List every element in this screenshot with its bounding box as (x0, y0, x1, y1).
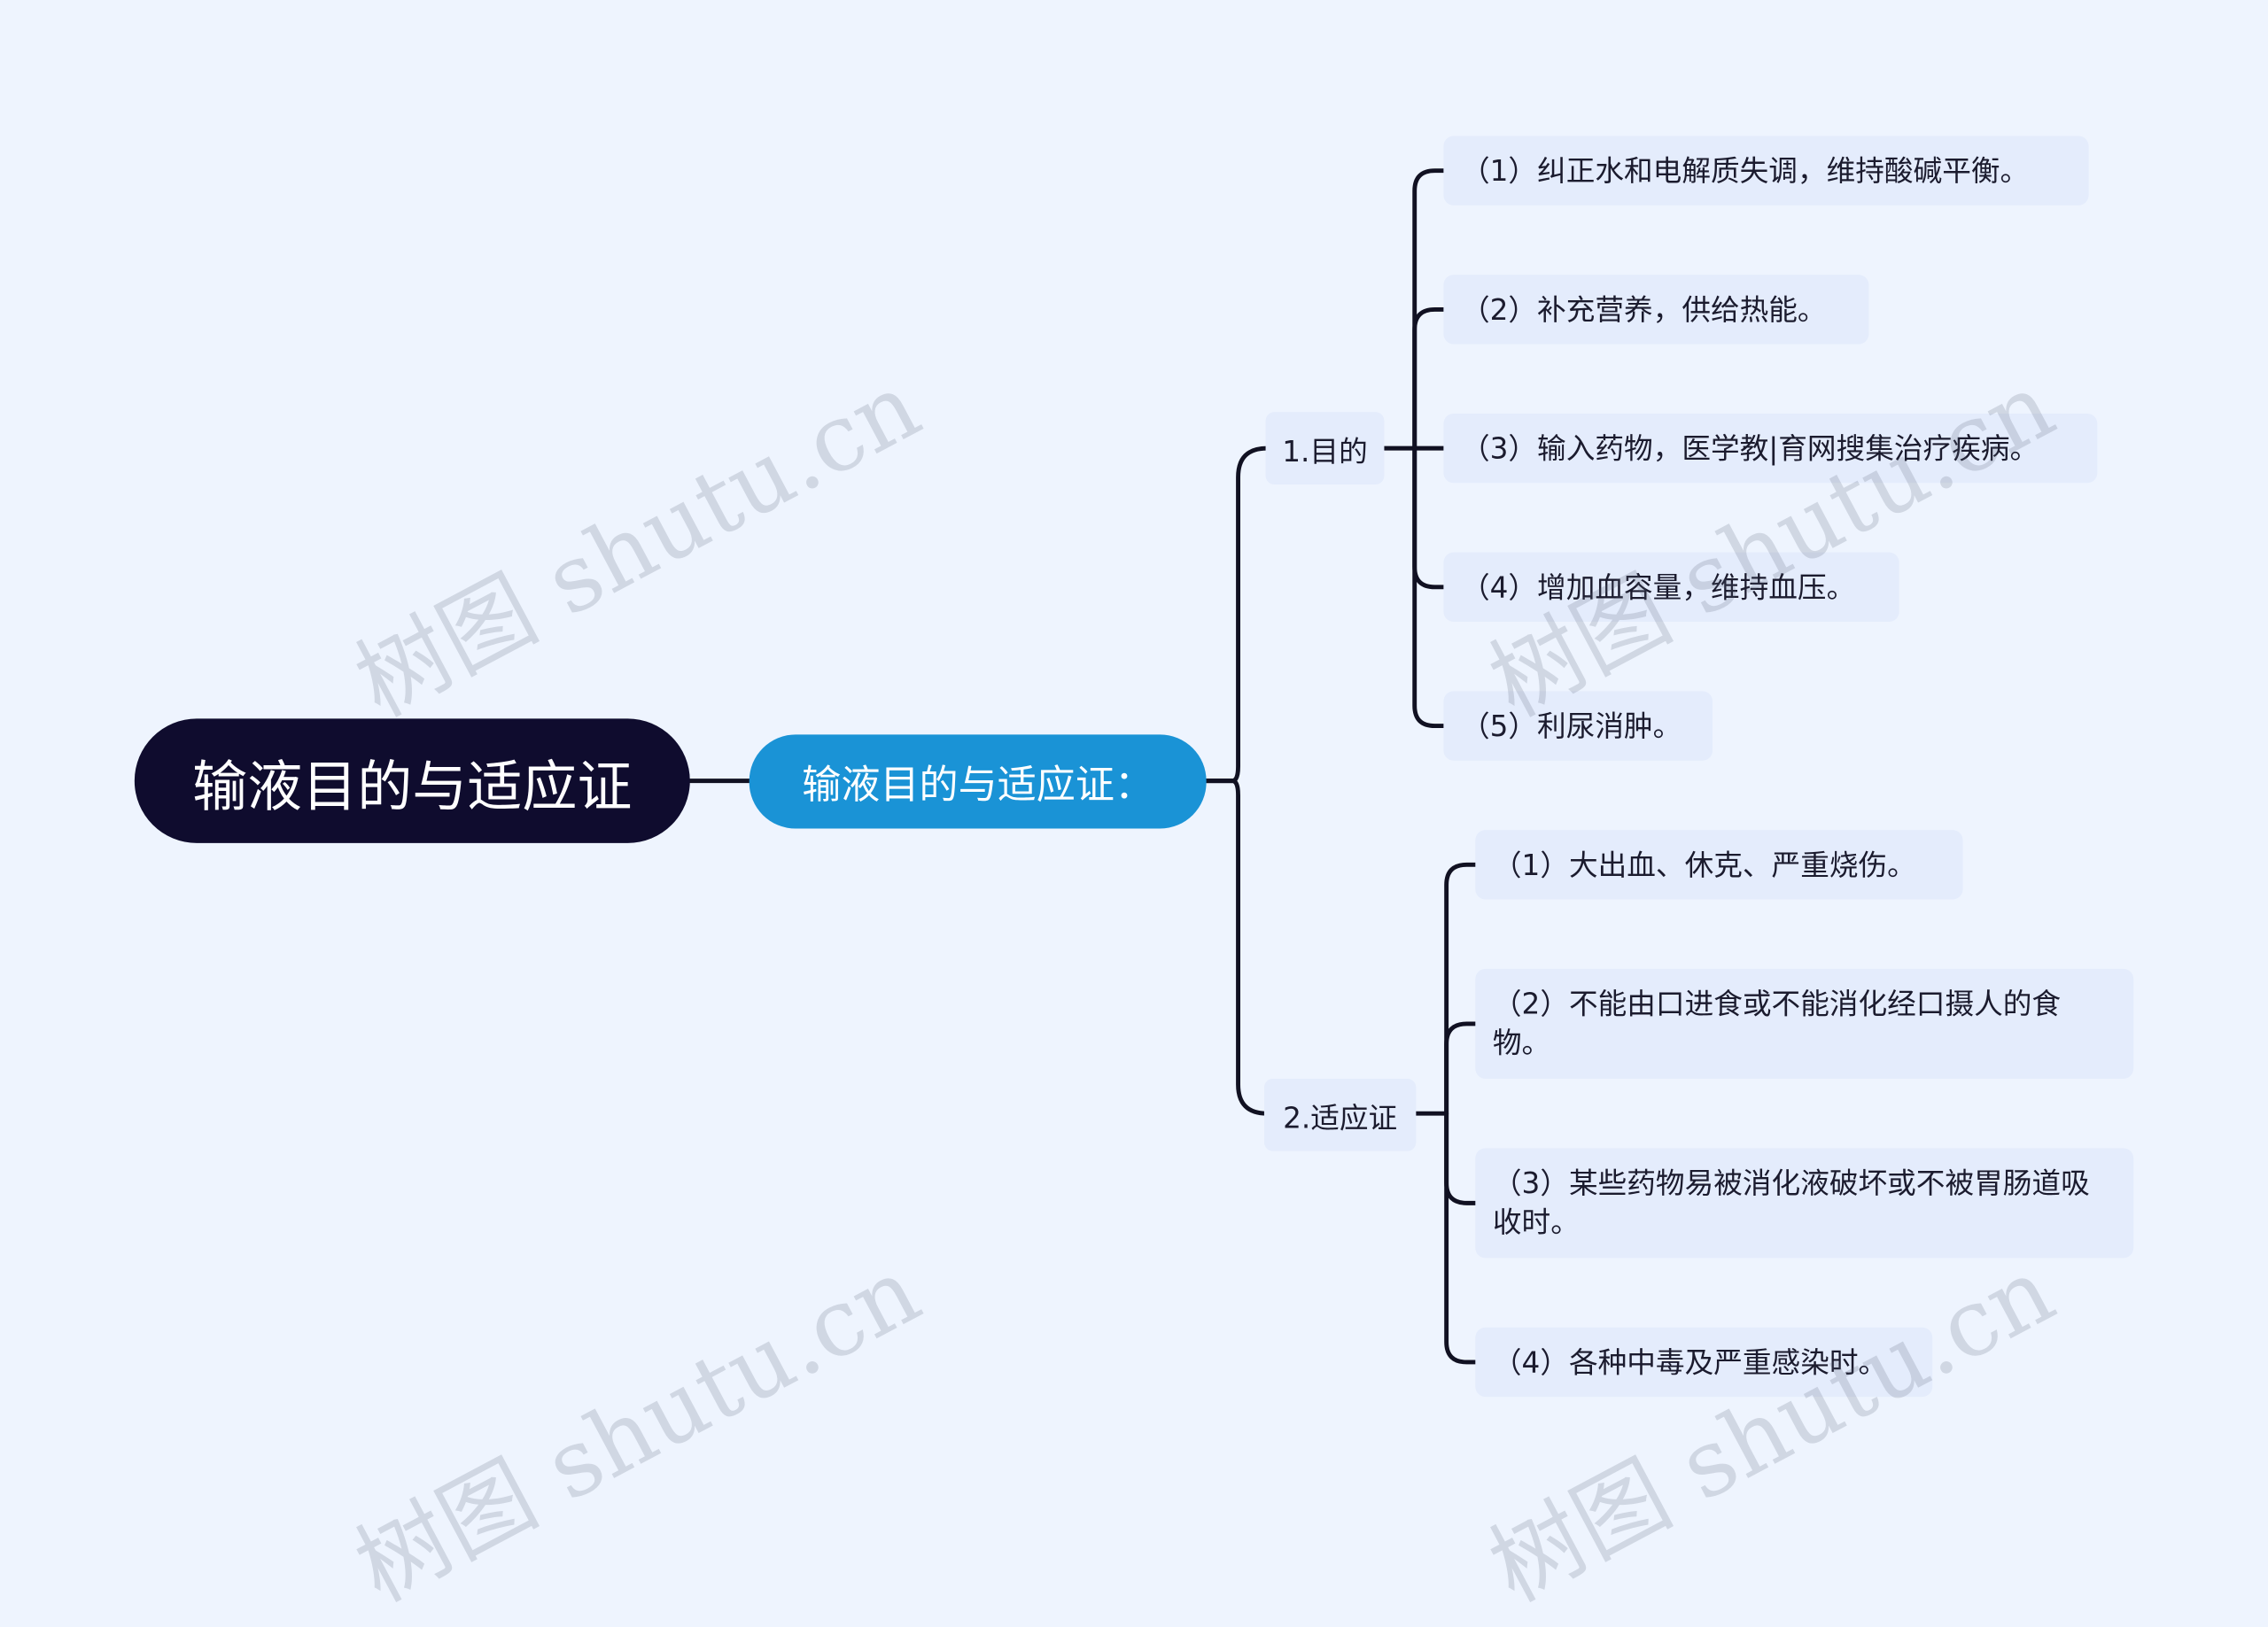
purpose-item-4[interactable]: （4）增加血容量，维持血压。 (1443, 552, 1899, 623)
indication-item-1-label: （1）大出血、休克、严重烧伤。 (1492, 846, 1916, 882)
purpose-item-2[interactable]: （2）补充营养，供给热能。 (1443, 275, 1869, 345)
purpose-item-2-label: （2）补充营养，供给热能。 (1460, 291, 1827, 327)
subtitle-label: 输液目的与适应证： (802, 763, 1154, 809)
connector-purpose-item-2 (1412, 306, 1446, 451)
purpose-item-1[interactable]: （1）纠正水和电解质失调，维持酸碱平衡。 (1443, 136, 2089, 205)
indication-item-2[interactable]: （2）不能由口进食或不能消化经口摄人的食物。 (1475, 968, 2134, 1079)
connector-lines (687, 168, 1478, 1365)
connector-purpose-item-5 (1412, 445, 1446, 729)
indication-item-2-label: （2）不能由口进食或不能消化经口摄人的食物。 (1492, 986, 2062, 1060)
purpose-item-3[interactable]: （3）输入药物，医学教|育网搜集治疗疾病。 (1443, 413, 2098, 484)
indication-item-3[interactable]: （3）某些药物易被消化液破坏或不被胃肠道吸收时。 (1475, 1148, 2134, 1259)
branch-indications-label: 2.适应证 (1283, 1099, 1398, 1135)
connector-indications-item-1 (1444, 862, 1478, 1116)
indication-item-4-label: （4）各种中毒及严重感染时。 (1492, 1344, 1888, 1379)
purpose-item-5-label: （5）利尿消肿。 (1460, 708, 1682, 743)
root-node[interactable]: 输液目的与适应证 (134, 718, 690, 843)
connector-purpose-item-4 (1412, 445, 1446, 590)
connector-indications-item-4 (1444, 1111, 1478, 1365)
root-label: 输液目的与适应证 (192, 754, 633, 818)
purpose-item-5[interactable]: （5）利尿消肿。 (1443, 691, 1713, 761)
subtitle-node[interactable]: 输液目的与适应证： (749, 734, 1207, 829)
indication-item-3-label: （3）某些药物易被消化液破坏或不被胃肠道吸收时。 (1492, 1165, 2090, 1240)
mind-map-canvas: 输液目的与适应证 输液目的与适应证： 1.目的 （1）纠正水和电解质失调，维持酸… (134, 136, 2134, 1623)
connector-subtitle-indications (1204, 779, 1270, 1116)
purpose-item-1-label: （1）纠正水和电解质失调，维持酸碱平衡。 (1460, 152, 2030, 188)
indication-item-4[interactable]: （4）各种中毒及严重感染时。 (1475, 1327, 1933, 1398)
indication-item-1[interactable]: （1）大出血、休克、严重烧伤。 (1475, 830, 1963, 900)
branch-indications[interactable]: 2.适应证 (1263, 1078, 1417, 1151)
connector-indications-item-2 (1444, 1021, 1478, 1116)
branch-purpose-label: 1.目的 (1282, 432, 1368, 469)
branch-purpose[interactable]: 1.目的 (1265, 412, 1385, 484)
connector-indications-item-3 (1444, 1111, 1478, 1205)
purpose-item-3-label: （3）输入药物，医学教|育网搜集治疗疾病。 (1460, 430, 2039, 465)
purpose-item-4-label: （4）增加血容量，维持血压。 (1460, 569, 1856, 604)
connector-subtitle-purpose (1204, 445, 1270, 784)
connector-purpose-item-1 (1412, 168, 1446, 451)
